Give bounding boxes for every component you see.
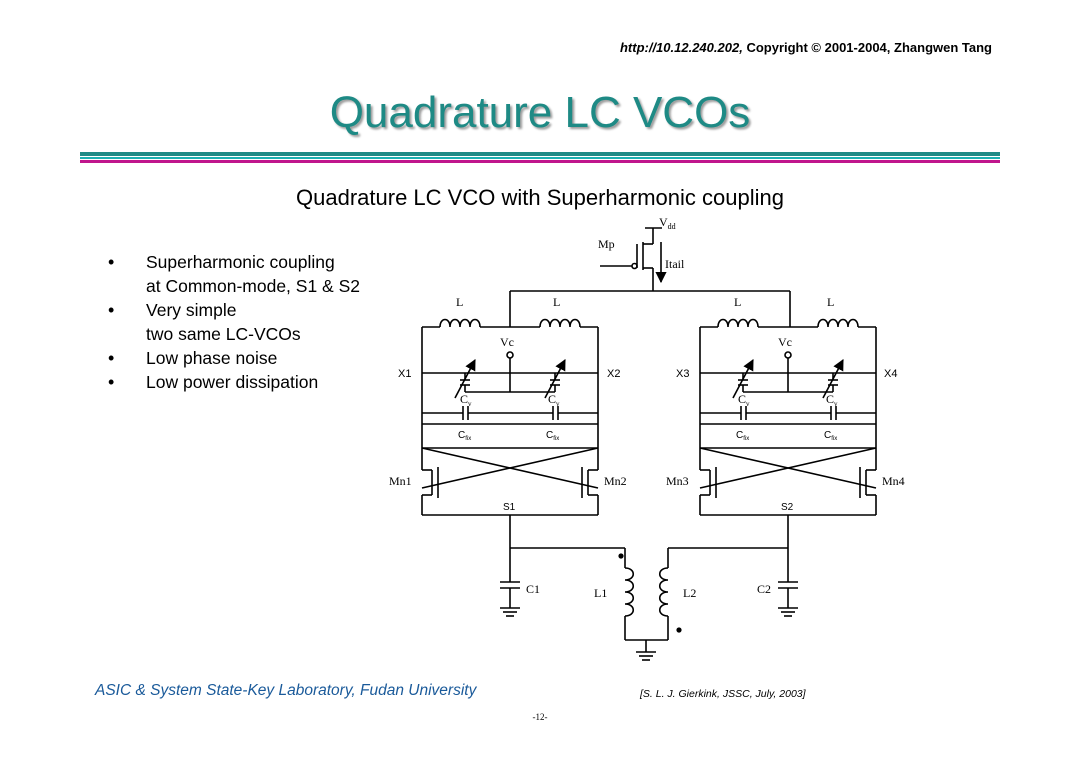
itail-label: Itail xyxy=(665,257,685,271)
mn1-label: Mn1 xyxy=(389,474,412,488)
bullet-text: Low phase noise xyxy=(146,348,278,368)
vdd-label: Vdd xyxy=(659,215,676,231)
l2-label: L2 xyxy=(683,586,696,600)
inductor-label: L xyxy=(553,295,560,309)
bullet-item: Very simple two same LC-VCOs xyxy=(108,298,360,346)
bullet-text-continued: two same LC-VCOs xyxy=(146,324,301,344)
l1-label: L1 xyxy=(594,586,607,600)
slide-subtitle: Quadrature LC VCO with Superharmonic cou… xyxy=(296,185,784,210)
bullet-text-continued: at Common-mode, S1 & S2 xyxy=(146,276,360,296)
mn2-label: Mn2 xyxy=(604,474,627,488)
mp-label: Mp xyxy=(598,237,615,251)
node-s1: S1 xyxy=(503,502,516,513)
node-x2: X2 xyxy=(607,368,620,380)
node-x1: X1 xyxy=(398,368,411,380)
node-s2: S2 xyxy=(781,502,794,513)
inductor-label: L xyxy=(456,295,463,309)
inductor-label: L xyxy=(827,295,834,309)
title-rule-cyan xyxy=(80,157,1000,159)
node-x3: X3 xyxy=(676,368,689,380)
tail-source xyxy=(509,227,791,327)
cfix-label: Cfix xyxy=(458,430,471,442)
cv-label: Cv xyxy=(826,392,838,408)
vco-right xyxy=(668,318,877,617)
vc-label: Vc xyxy=(778,335,792,349)
header-copyright: Copyright © 2001-2004, Zhangwen Tang xyxy=(746,40,992,55)
cv-label: Cv xyxy=(548,392,560,408)
cfix-label: Cfix xyxy=(736,430,749,442)
cv-label: Cv xyxy=(460,392,472,408)
mn4-label: Mn4 xyxy=(882,474,905,488)
vco-left xyxy=(421,318,625,617)
slide-title: Quadrature LC VCOs xyxy=(329,88,751,137)
title-rule-teal xyxy=(80,152,1000,156)
bullet-item: Low power dissipation xyxy=(108,370,360,394)
page-number: -12- xyxy=(532,712,548,722)
mn3-label: Mn3 xyxy=(666,474,689,488)
cfix-label: Cfix xyxy=(824,430,837,442)
cv-label: Cv xyxy=(738,392,750,408)
c1-label: C1 xyxy=(526,582,540,596)
bullet-list: Superharmonic coupling at Common-mode, S1… xyxy=(108,250,360,394)
footer-reference: [S. L. J. Gierkink, JSSC, July, 2003] xyxy=(640,688,806,700)
dot-marker xyxy=(618,553,624,559)
header-note: http://10.12.240.202, Copyright © 2001-2… xyxy=(620,40,992,55)
bullet-text: Low power dissipation xyxy=(146,372,319,392)
title-rule-magenta xyxy=(80,160,1000,163)
bullet-item: Superharmonic coupling at Common-mode, S1… xyxy=(108,250,360,298)
c2-label: C2 xyxy=(757,582,771,596)
bullet-text: Very simple xyxy=(146,300,237,320)
dot-marker xyxy=(676,627,682,633)
header-url: http://10.12.240.202, xyxy=(619,40,743,55)
vc-label: Vc xyxy=(500,335,514,349)
node-x4: X4 xyxy=(884,368,897,380)
bullet-item: Low phase noise xyxy=(108,346,360,370)
coupled-inductors xyxy=(624,548,669,661)
bullet-text: Superharmonic coupling xyxy=(146,252,335,272)
footer-lab: ASIC & System State-Key Laboratory, Fuda… xyxy=(95,682,477,699)
inductor-label: L xyxy=(734,295,741,309)
cfix-label: Cfix xyxy=(546,430,559,442)
